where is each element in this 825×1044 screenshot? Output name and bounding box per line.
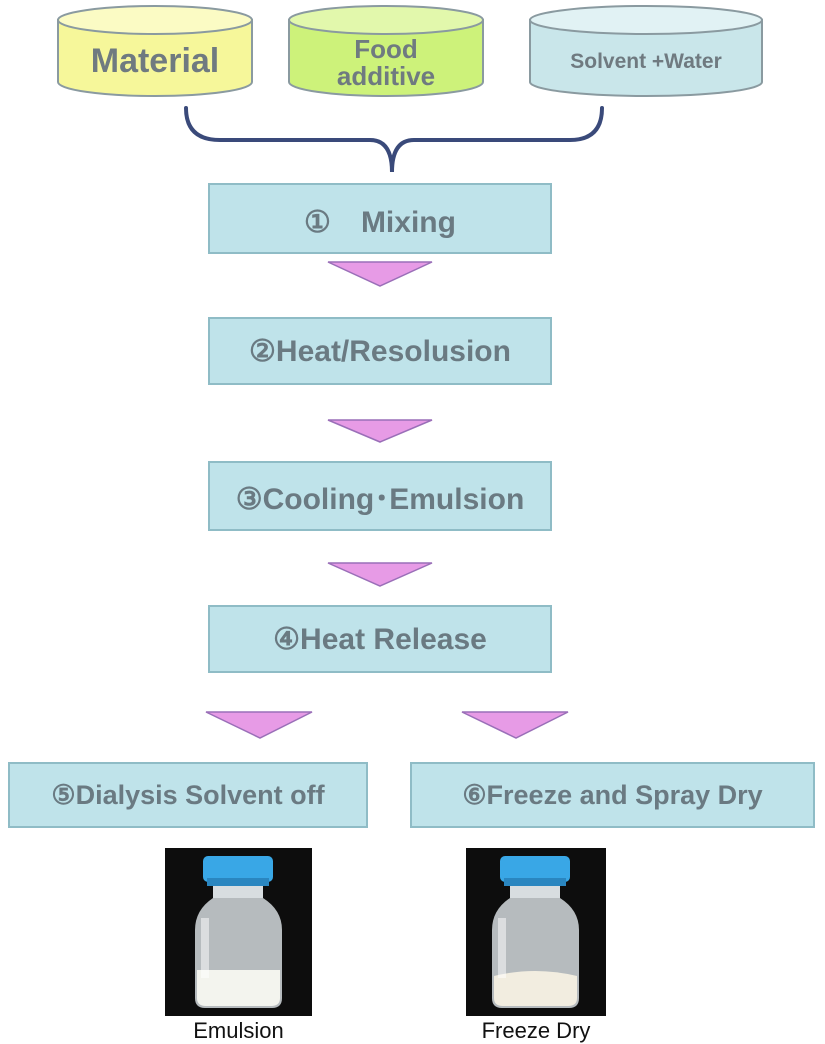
input-solvent-water-label: Solvent +Water xyxy=(570,49,722,73)
step-mixing: ① Mixing xyxy=(208,183,552,254)
vial-icon xyxy=(165,848,312,1016)
cylinder-solvent-water xyxy=(529,5,763,97)
cylinder-material xyxy=(57,5,253,97)
emulsion-vial-photo xyxy=(165,848,312,1016)
arrow-down-icon-2 xyxy=(327,419,433,443)
cylinder-food-additive xyxy=(288,5,484,97)
arrow-down-icon-1 xyxy=(327,261,433,287)
input-food-additive-line2: additive xyxy=(336,61,436,91)
step-cooling-emulsion: ③Cooling･Emulsion xyxy=(208,461,552,531)
merge-brace xyxy=(184,106,604,173)
arrow-down-icon-left xyxy=(205,711,313,739)
freeze-dry-vial-photo xyxy=(466,848,606,1016)
freeze-dry-caption: Freeze Dry xyxy=(481,1018,591,1043)
arrow-down-icon-right xyxy=(461,711,569,739)
arrow-down-icon-3 xyxy=(327,562,433,587)
step-heat-release: ④Heat Release xyxy=(208,605,552,673)
input-food-additive-line1: Food xyxy=(354,33,418,64)
step-heat-resolusion: ②Heat/Resolusion xyxy=(208,317,552,385)
emulsion-caption: Emulsion xyxy=(193,1018,284,1043)
step-dialysis-solvent-off: ⑤Dialysis Solvent off xyxy=(8,762,368,828)
input-food-additive-label: Food additive xyxy=(289,30,483,96)
vial-icon xyxy=(466,848,606,1016)
step-freeze-spray-dry: ⑥Freeze and Spray Dry xyxy=(410,762,815,828)
input-material-label: Material xyxy=(90,42,220,81)
